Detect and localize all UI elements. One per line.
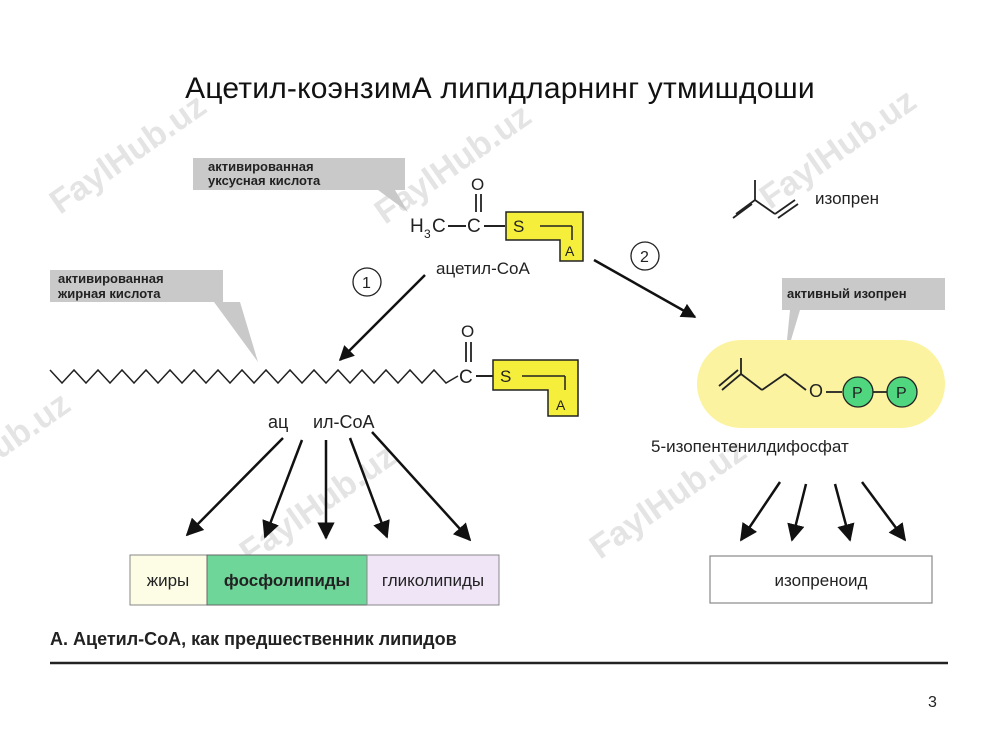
slide-title: Ацетил-коэнзимА липидларнинг утмишдоши [185,72,815,105]
acetyl-coa-structure: H 3 C C O S A ацетил-CoA [410,175,584,278]
arrow-to-acyl-coa [338,274,426,362]
lipid-boxes: жиры фосфолипиды гликолипиды [129,554,500,606]
coa-s-1: S [513,217,524,236]
lipid-box-fats [129,554,208,606]
isoprenoid-label: изопреноид [775,571,868,590]
lipid-label-glycolipids: гликолипиды [382,571,484,590]
watermark-1: FaylHub.uz [43,86,213,221]
isoprenoid-arrows [739,481,907,542]
fatty-acid-callout: активированная жирная кислота [50,270,258,362]
acetyl-coa-label: ацетил-CoA [436,259,530,278]
fatty-callout-line-1: активированная [58,271,164,286]
acyl-chain [49,368,459,385]
acyl-coa-label-start: ац [268,412,288,432]
isoprene-label: изопрен [815,189,879,208]
coa-s-2: S [500,367,511,386]
acyl-carbon: C [459,367,473,388]
lipid-label-fats: жиры [147,571,190,590]
acyl-oxygen: O [461,322,474,341]
step-1-marker: 1 [352,267,382,297]
watermark-6: ub.uz [0,385,77,467]
coa-a-1: A [565,243,575,259]
fatty-callout-line-2: жирная кислота [57,286,161,301]
svg-text:1: 1 [362,275,371,292]
lipid-box-glycolipids [366,554,500,606]
acetyl-oxygen: O [471,175,484,194]
ipp-highlight [697,340,945,428]
watermark-4: FaylHub.uz [233,436,403,571]
figure-caption: А. Ацетил-CoA, как предшественник липидо… [50,629,457,649]
acetyl-h: H [410,216,424,237]
acetyl-h-subscript: 3 [424,227,431,241]
coa-shape-1 [505,211,584,262]
ipp-structure: O P P [718,358,918,408]
svg-text:P: P [852,385,863,402]
isoprenoid-box [709,555,933,604]
lipid-label-phospholipids: фосфолипиды [224,571,350,590]
acetyl-c2: C [467,216,481,237]
step-2-marker: 2 [630,241,660,271]
svg-text:2: 2 [640,249,649,266]
page-number: 3 [928,694,937,711]
coa-shape-2 [492,359,579,417]
lipid-arrows [185,431,472,542]
ipp-label: 5-изопентенилдифосфат [651,437,849,456]
ipp-oxygen: O [809,381,823,401]
acetyl-c1: C [432,216,446,237]
arrow-to-ipp [593,258,697,319]
active-isoprene-text: активный изопрен [787,286,907,301]
acetic-acid-callout: активированная уксусная кислота [193,158,408,212]
coa-a-2: A [556,397,566,413]
acetic-callout-line-2: уксусная кислота [208,173,321,188]
acyl-coa-structure: C O S A ац ил-CoA [268,322,579,432]
phosphate-2 [886,376,918,408]
isoprene-structure: изопрен [732,180,879,219]
active-isoprene-callout: активный изопрен [782,278,945,360]
svg-text:P: P [896,385,907,402]
acetic-callout-line-1: активированная [208,159,314,174]
acyl-coa-label-end: ил-CoA [313,412,375,432]
